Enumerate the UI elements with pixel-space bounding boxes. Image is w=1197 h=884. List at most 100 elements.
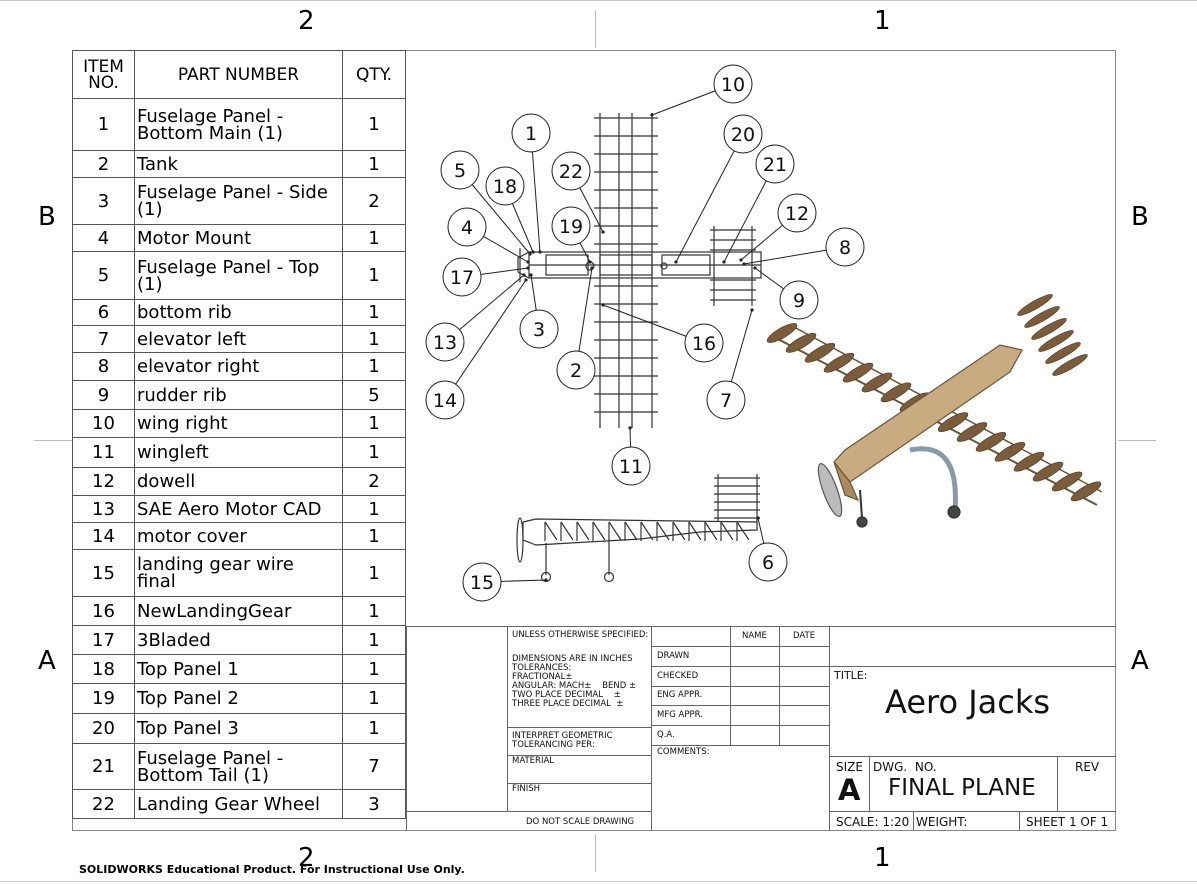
balloon-circle — [485, 166, 525, 206]
leader-arrowhead — [526, 266, 530, 270]
tb-line-top — [406, 626, 1116, 627]
bom-cell-item: 20 — [72, 713, 135, 744]
balloon-callout: 7 — [706, 308, 754, 420]
bom-cell-part: Motor Mount — [134, 224, 343, 252]
iso-wing-rib — [956, 422, 988, 442]
balloon-circle — [825, 227, 865, 267]
balloon-circle — [511, 113, 551, 153]
zone-right-b: B — [1131, 202, 1149, 232]
balloon-circle — [551, 206, 591, 246]
propeller-side — [516, 517, 524, 563]
bom-cell-item: 8 — [72, 352, 135, 381]
balloon-callout: 12 — [739, 193, 817, 262]
leader-arrowhead — [753, 266, 757, 270]
balloon-number: 12 — [785, 203, 809, 225]
balloon-circle — [723, 114, 763, 154]
wheel-main — [603, 571, 615, 583]
balloon-callout: 8 — [742, 227, 865, 267]
leader-arrowhead — [538, 250, 542, 254]
bom-cell-item: 15 — [72, 549, 135, 597]
bom-cell-part: Top Panel 1 — [134, 654, 343, 684]
leader-line — [530, 132, 541, 253]
bom-header-qty: QTY. — [342, 50, 406, 99]
balloon-circle — [777, 193, 817, 233]
bom-cell-qty: 2 — [342, 467, 406, 496]
leader-arrowhead — [590, 266, 594, 270]
balloon-circle — [779, 280, 819, 320]
zone-right-a: A — [1131, 646, 1149, 676]
bom-cell-qty: 1 — [342, 98, 406, 151]
tb-title-label: TITLE: — [834, 669, 868, 682]
tb-angular: ANGULAR: MACH± BEND ± — [512, 681, 637, 691]
wing-ribs — [594, 117, 658, 413]
iso-wheel-main — [947, 505, 961, 519]
leader-arrowhead — [528, 252, 532, 256]
iso-propeller — [817, 462, 843, 518]
iso-wing-rib — [861, 372, 893, 393]
leader-arrowhead — [674, 260, 678, 264]
balloon-number: 8 — [839, 237, 851, 259]
bom-cell-item: 17 — [72, 625, 135, 655]
zone-top-2: 2 — [298, 6, 315, 36]
tb-line-r13 — [829, 811, 1116, 812]
balloon-circle — [706, 380, 746, 420]
tb-size-label: SIZE — [836, 760, 863, 774]
balloon-callout: 6 — [748, 516, 788, 582]
zone-bottom-1: 1 — [874, 843, 891, 873]
bom-cell-part: Fuselage Panel - Top (1) — [134, 251, 343, 300]
bom-cell-qty: 1 — [342, 352, 406, 381]
bom-cell-item: 12 — [72, 467, 135, 496]
zone-left-b: B — [38, 202, 56, 232]
leader-arrowhead — [650, 113, 654, 117]
fuselage-side-outline — [522, 518, 758, 546]
balloon-callout: 13 — [425, 273, 526, 362]
leader-line — [675, 133, 744, 263]
truss-member — [624, 521, 638, 541]
iso-wing-rib — [880, 382, 912, 403]
balloon-circle — [755, 144, 795, 184]
balloon-number: 19 — [559, 216, 583, 238]
iso-tail-rib — [1031, 318, 1067, 340]
tb-line-col4 — [779, 626, 780, 745]
tb-unless: UNLESS OTHERWISE SPECIFIED: — [512, 630, 649, 640]
balloon-callout: 4 — [447, 207, 530, 264]
zone-divider-bottom — [595, 834, 596, 872]
bom-cell-item: 7 — [72, 325, 135, 353]
bom-cell-qty: 7 — [342, 743, 406, 790]
bom-cell-part: Top Panel 3 — [134, 713, 343, 744]
tb-sheet: SHEET 1 OF 1 — [1026, 815, 1109, 829]
tb-checked: CHECKED — [657, 671, 699, 681]
tb-line-col5 — [829, 626, 830, 831]
iso-wing-rib — [1070, 481, 1102, 502]
balloon-number: 10 — [721, 74, 745, 96]
tb-line-col1 — [507, 626, 508, 811]
bom-cell-part: Fuselage Panel - Bottom Tail (1) — [134, 743, 343, 790]
bom-cell-item: 1 — [72, 98, 135, 151]
tb-rev-label: REV — [1075, 760, 1100, 774]
balloon-number: 5 — [454, 160, 466, 182]
tb-line-r3 — [507, 783, 652, 784]
truss-member — [592, 521, 606, 541]
balloon-number: 11 — [619, 456, 643, 478]
bom-cell-part: NewLandingGear — [134, 596, 343, 626]
tb-line-col3 — [730, 626, 731, 745]
balloon-number: 9 — [793, 290, 805, 312]
tb-qa: Q.A. — [657, 730, 675, 740]
bom-cell-item: 13 — [72, 495, 135, 523]
iso-wing-rib — [842, 362, 874, 383]
tb-line-size — [869, 756, 870, 811]
bom-cell-part: Landing Gear Wheel — [134, 789, 343, 819]
balloon-callout: 10 — [650, 64, 753, 117]
truss-member — [688, 521, 702, 541]
zone-left-a: A — [38, 646, 56, 676]
tb-line-rev — [1057, 756, 1058, 811]
balloon-number: 7 — [720, 390, 732, 412]
balloon-number: 15 — [470, 572, 494, 594]
leader-arrowhead — [588, 260, 592, 264]
balloon-callout: 18 — [485, 166, 535, 254]
